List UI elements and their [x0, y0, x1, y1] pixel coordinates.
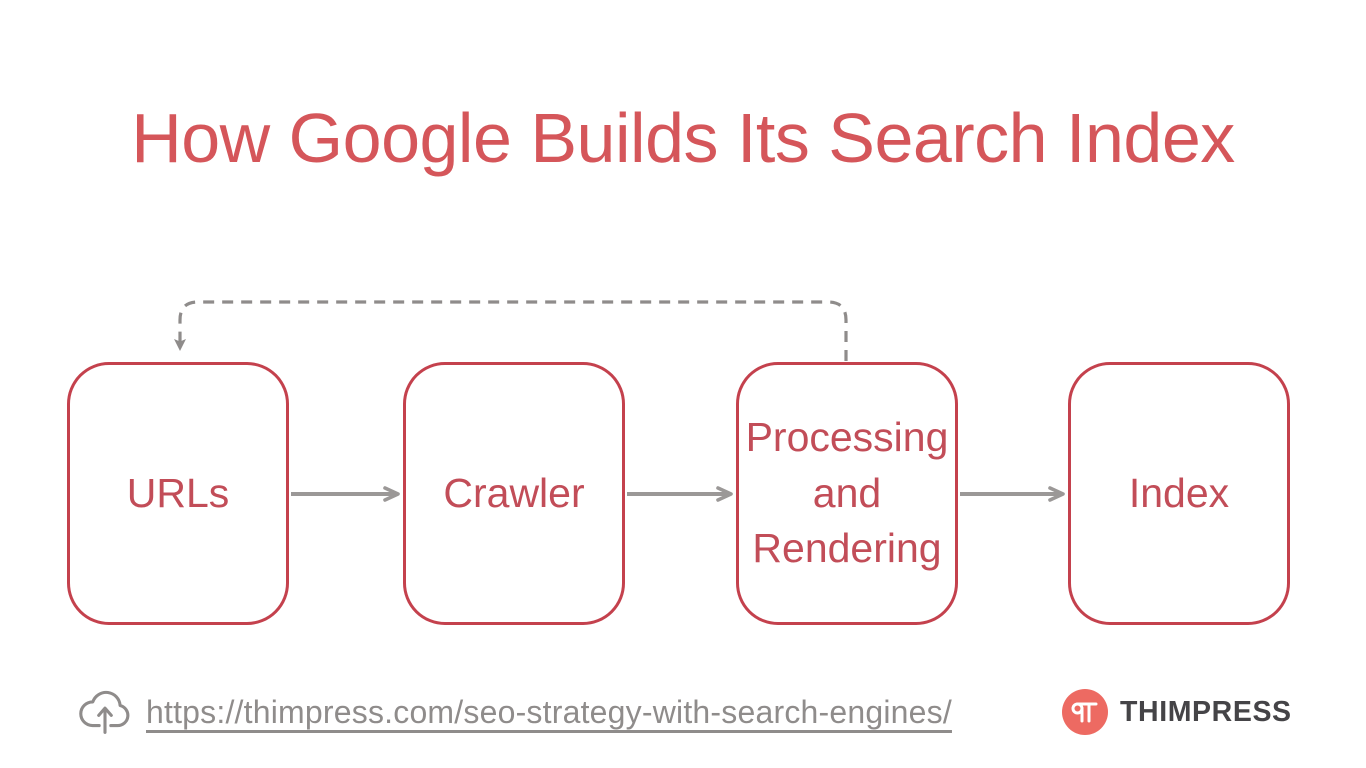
- brand-name: THIMPRESS: [1120, 695, 1292, 728]
- node-processing-and-rendering: Processing and Rendering: [736, 362, 958, 625]
- source-link[interactable]: https://thimpress.com/seo-strategy-with-…: [146, 693, 952, 730]
- footer-source: https://thimpress.com/seo-strategy-with-…: [74, 678, 952, 746]
- node-index: Index: [1068, 362, 1290, 625]
- node-processing-label: Processing and Rendering: [745, 413, 949, 572]
- node-crawler: Crawler: [403, 362, 625, 625]
- dashed-feedback-arrow: [174, 300, 848, 361]
- thimpress-logo-icon: [1062, 689, 1108, 735]
- node-urls: URLs: [67, 362, 289, 625]
- page-title: How Google Builds Its Search Index: [131, 99, 1235, 177]
- node-index-label: Index: [1128, 469, 1230, 516]
- node-crawler-label: Crawler: [443, 469, 585, 516]
- node-urls-label: URLs: [126, 469, 230, 516]
- brand-logo: THIMPRESS: [1062, 678, 1292, 746]
- cloud-upload-icon: [79, 690, 130, 734]
